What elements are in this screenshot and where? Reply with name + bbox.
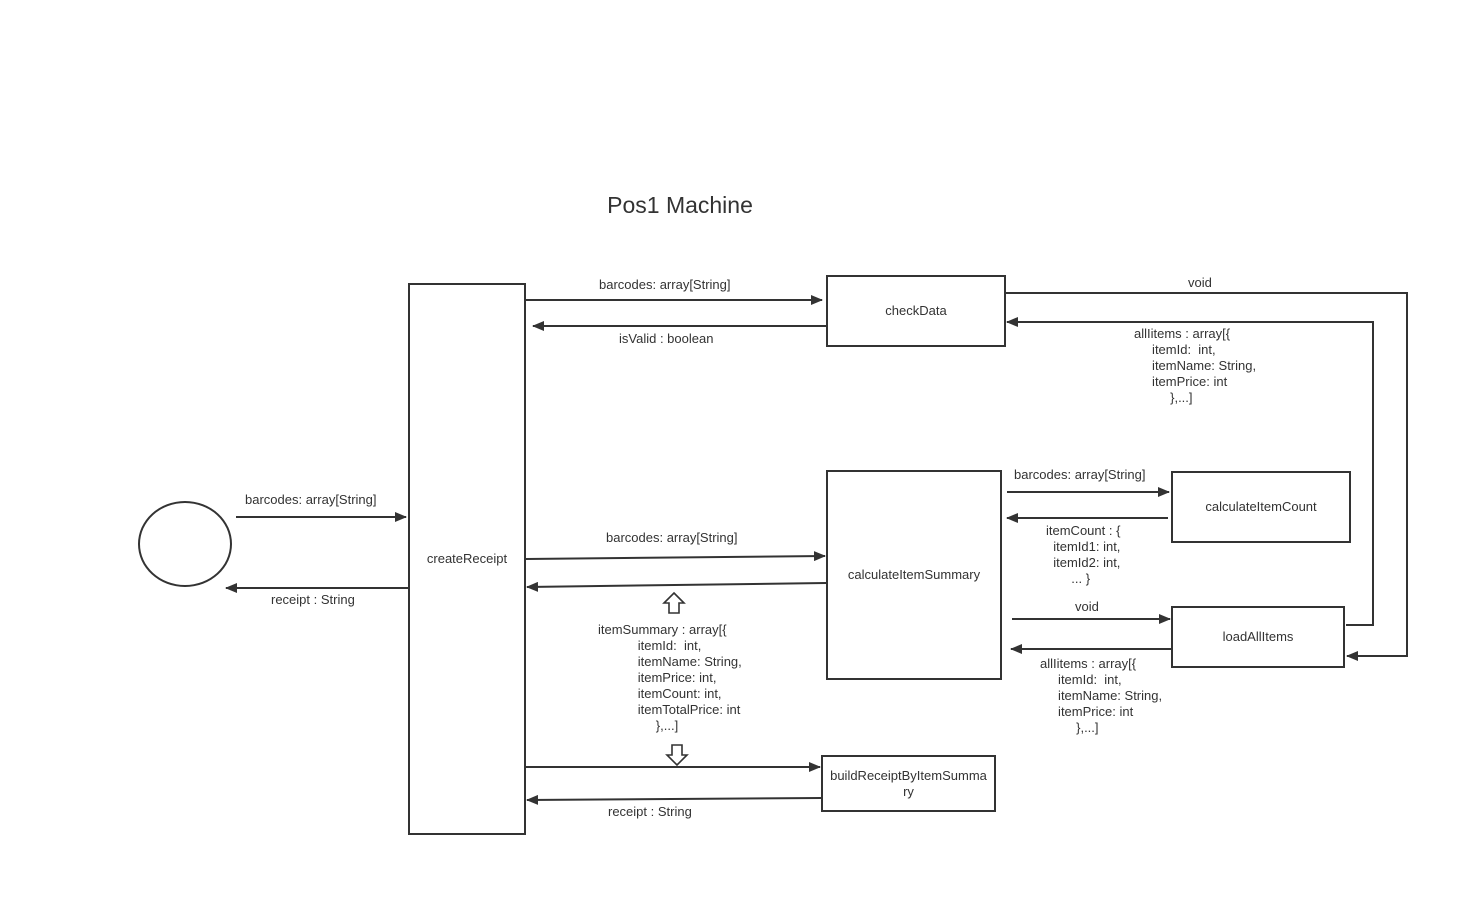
label-check-to-load: void	[1188, 275, 1212, 290]
arrow-load-to-check	[1006, 317, 1374, 626]
calculate-item-count-box: calculateItemCount	[1171, 471, 1351, 543]
flow-up-arrow-icon	[662, 591, 686, 614]
label-load-to-summary: allIitems : array[{ itemId: int, itemNam…	[1040, 656, 1163, 735]
arrow-create-to-summary	[525, 551, 826, 562]
build-receipt-box: buildReceiptByItemSummary	[821, 755, 996, 812]
label-create-to-actor: receipt : String	[271, 592, 355, 607]
load-all-items-box: loadAllItems	[1171, 606, 1345, 668]
check-data-box: checkData	[826, 275, 1006, 347]
diagram-title: Pos1 Machine	[607, 192, 753, 218]
arrow-summary-to-create	[526, 581, 827, 592]
create-receipt-box: createReceipt	[408, 283, 526, 835]
label-check-to-create: isValid : boolean	[619, 331, 714, 346]
label-load-to-check: allIitems : array[{ itemId: int, itemNam…	[1134, 326, 1257, 405]
label-create-to-check: barcodes: array[String]	[599, 277, 731, 292]
flow-down-arrow-icon	[665, 744, 689, 767]
label-summary-to-count: barcodes: array[String]	[1014, 467, 1146, 482]
label-summary-to-create: itemSummary : array[{ itemId: int, itemN…	[598, 622, 742, 733]
actor-circle	[138, 501, 232, 587]
label-summary-to-load: void	[1075, 599, 1099, 614]
label-actor-to-create: barcodes: array[String]	[245, 492, 377, 507]
label-create-to-summary: barcodes: array[String]	[606, 530, 738, 545]
calculate-item-summary-box: calculateItemSummary	[826, 470, 1002, 680]
arrow-build-to-create	[526, 794, 822, 805]
label-build-to-create: receipt : String	[608, 804, 692, 819]
arrow-check-to-load	[1006, 292, 1408, 661]
label-count-to-summary: itemCount : { itemId1: int, itemId2: int…	[1046, 523, 1121, 586]
